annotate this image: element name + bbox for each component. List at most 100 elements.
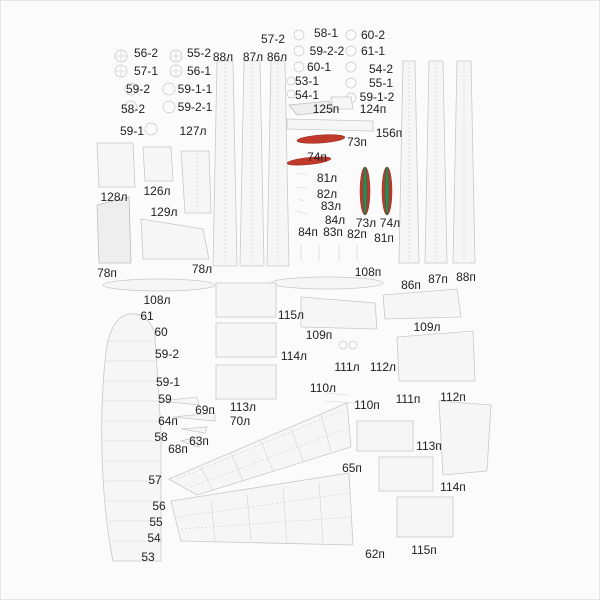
- part-113l: [215, 364, 277, 400]
- part-label: 59-1: [119, 124, 145, 138]
- part-label: 113п: [416, 439, 442, 453]
- part-113p: [356, 420, 414, 452]
- part-label: 81п: [374, 231, 394, 245]
- part-label: 112п: [440, 390, 466, 404]
- part-label: 88л: [212, 50, 234, 64]
- part-label: 124п: [359, 102, 387, 116]
- wing-62p: [170, 472, 354, 546]
- part-label: 83л: [320, 199, 342, 213]
- part-label: 86л: [266, 50, 288, 64]
- red-fin-74p: [286, 156, 332, 166]
- part-128l: [96, 142, 136, 188]
- part-label: 73л: [355, 216, 377, 230]
- part-114p: [378, 456, 434, 492]
- part-label: 73п: [347, 135, 367, 149]
- part-label: 74п: [307, 150, 327, 164]
- part-label: 62п: [365, 547, 385, 561]
- part-label: 84п: [298, 225, 318, 239]
- strut-87p: [424, 60, 448, 264]
- fuselage-frames: [102, 340, 161, 542]
- part-label: 114л: [280, 349, 308, 363]
- registration-targets-right: [286, 29, 357, 104]
- part-label: 128л: [100, 190, 128, 204]
- part-label: 59-2-2: [309, 44, 345, 58]
- part-label: 78л: [191, 262, 213, 276]
- part-115p: [396, 496, 454, 538]
- part-label: 129л: [150, 205, 178, 219]
- part-label: 54-2: [368, 62, 394, 76]
- part-label: 63п: [189, 434, 209, 448]
- part-label: 57-2: [260, 32, 286, 46]
- part-label: 109п: [305, 328, 333, 342]
- part-label: 54-1: [294, 88, 320, 102]
- part-label: 56-2: [133, 46, 159, 60]
- part-label: 112л: [369, 360, 397, 374]
- fuselage-half: [101, 313, 162, 562]
- part-label: 60-1: [306, 60, 332, 74]
- green-fin-73l: [362, 166, 368, 216]
- part-129l: [140, 218, 210, 260]
- part-label: 82л: [316, 187, 338, 201]
- part-label: 108л: [143, 293, 171, 307]
- part-label: 56-1: [186, 64, 212, 78]
- part-label: 65п: [342, 461, 362, 475]
- part-126l: [142, 146, 174, 182]
- part-label: 58-1: [313, 26, 339, 40]
- part-label: 55-1: [368, 76, 394, 90]
- part-label: 59-2-1: [177, 100, 213, 114]
- part-label: 58: [154, 430, 168, 444]
- part-label: 108п: [354, 265, 382, 279]
- small-wedges: [160, 396, 216, 448]
- part-112p: [438, 400, 492, 476]
- part-label: 84л: [324, 213, 346, 227]
- part-109l: [382, 288, 462, 320]
- strut-88p: [452, 60, 476, 264]
- part-label: 59-2: [154, 347, 180, 361]
- part-108l: [102, 278, 216, 292]
- part-127l: [180, 150, 212, 214]
- part-label: 57: [148, 473, 162, 487]
- part-label: 59-1: [155, 375, 181, 389]
- part-label: 70л: [229, 414, 251, 428]
- wing-62p-ribs: [210, 482, 324, 544]
- part-124p: [330, 96, 354, 110]
- part-label: 126л: [143, 184, 171, 198]
- green-fin-74l: [384, 166, 390, 216]
- part-label: 74л: [379, 216, 401, 230]
- part-label: 111п: [395, 392, 421, 406]
- part-label: 110л: [309, 381, 337, 395]
- part-label: 111л: [334, 360, 360, 374]
- red-fin-73p: [296, 134, 346, 144]
- part-label: 86п: [401, 278, 421, 292]
- part-label: 58-2: [120, 102, 146, 116]
- part-label: 115п: [411, 543, 437, 557]
- part-156p: [286, 118, 374, 132]
- wing-65p: [168, 402, 352, 496]
- small-strut-bits: [296, 172, 358, 261]
- part-label: 53: [141, 550, 155, 564]
- part-label: 55-2: [186, 46, 212, 60]
- part-label: 114п: [440, 480, 466, 494]
- part-label: 68п: [168, 442, 188, 456]
- part-114l: [215, 322, 277, 358]
- part-label: 113л: [229, 400, 257, 414]
- part-label: 59-2: [125, 82, 151, 96]
- part-label: 87п: [428, 272, 448, 286]
- part-label: 55: [149, 515, 163, 529]
- small-bits-111-110: [324, 340, 392, 404]
- part-label: 64п: [158, 414, 178, 428]
- part-label: 59: [158, 392, 172, 406]
- part-label: 69п: [195, 403, 215, 417]
- part-115l: [215, 282, 277, 318]
- part-label: 78п: [97, 266, 117, 280]
- part-label: 115л: [277, 308, 305, 322]
- part-label: 59-1-1: [177, 82, 213, 96]
- part-label: 82п: [347, 227, 367, 241]
- part-125p: [288, 100, 336, 116]
- part-label: 109л: [413, 320, 441, 334]
- part-label: 83п: [323, 225, 343, 239]
- wing-65p-ribs: [200, 414, 332, 492]
- part-78p: [96, 196, 132, 264]
- part-label: 88п: [456, 270, 476, 284]
